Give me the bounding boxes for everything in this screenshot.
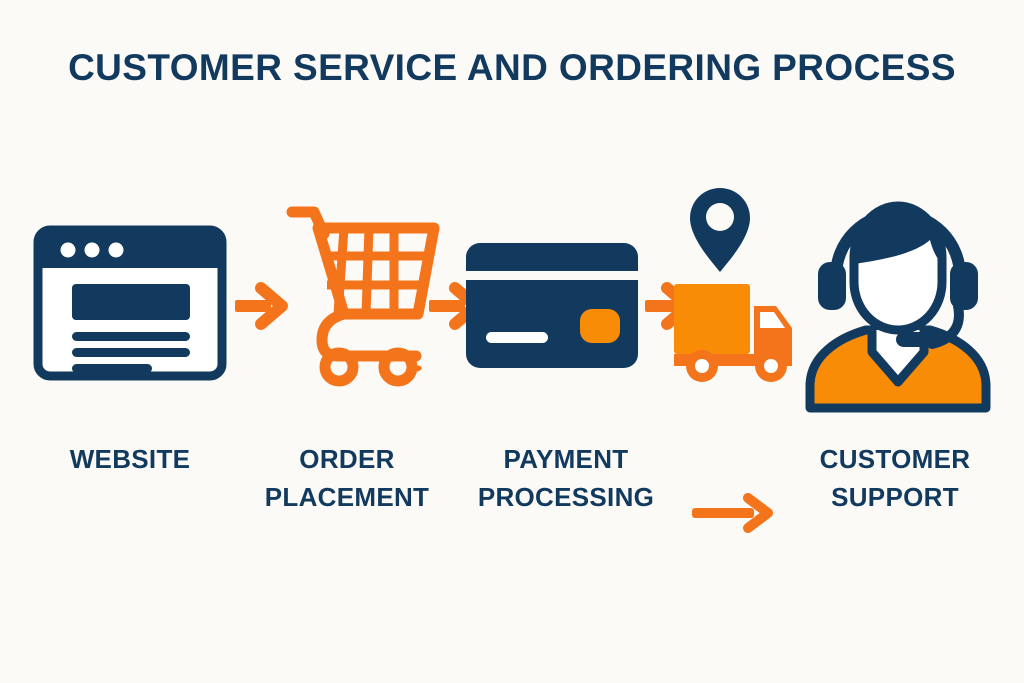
- step-label-payment-processing-line1: PAYMENT: [503, 444, 629, 474]
- shopping-cart-icon: [286, 206, 440, 387]
- browser-dot-2: [84, 242, 100, 258]
- step-label-order-placement-line2: PLACEMENT: [264, 482, 430, 512]
- page-title: CUSTOMER SERVICE AND ORDERING PROCESS: [68, 47, 956, 88]
- step-icon-website[interactable]: [30, 180, 230, 420]
- step-icon-customer-support[interactable]: [800, 180, 996, 420]
- step-label-customer-support-line1: CUSTOMER: [819, 444, 971, 474]
- browser-hero-block: [72, 284, 190, 320]
- arrow-right-icon: [235, 282, 288, 330]
- browser-dot-1: [60, 242, 76, 258]
- step-icon-order-placement[interactable]: [282, 180, 442, 420]
- browser-dot-3: [108, 242, 124, 258]
- delivery-icon-group[interactable]: [668, 180, 813, 420]
- headset-earcup-left: [818, 262, 846, 310]
- browser-text-line-2: [72, 348, 190, 357]
- cart-wheel-left: [319, 347, 359, 387]
- card-number-strip: [486, 332, 548, 343]
- browser-text-line-3: [72, 364, 152, 373]
- step-label-order-placement: ORDER PLACEMENT: [252, 440, 442, 516]
- customer-support-agent-icon: [805, 201, 991, 413]
- map-pin-icon: [690, 188, 750, 272]
- step-label-payment-processing: PAYMENT PROCESSING: [462, 440, 670, 516]
- cart-wheel-right: [378, 347, 418, 387]
- arrow-right-long-icon: [692, 493, 773, 533]
- headset-earcup-right: [950, 262, 978, 310]
- browser-text-line-1: [72, 332, 190, 341]
- step-label-order-placement-line1: ORDER: [299, 444, 395, 474]
- delivery-truck-icon: [674, 284, 792, 382]
- card-body: [466, 280, 638, 368]
- headset-band: [830, 208, 966, 282]
- step-label-website: WEBSITE: [30, 440, 230, 478]
- card-chip: [580, 309, 620, 343]
- step-label-payment-processing-line2: PROCESSING: [477, 482, 655, 512]
- icon-row: [0, 180, 1024, 420]
- connector-arrow-4: [690, 492, 780, 534]
- browser-window-icon: [33, 225, 227, 381]
- headset-mic: [896, 332, 938, 347]
- credit-card-icon: [466, 243, 638, 368]
- card-magnetic-stripe: [466, 243, 638, 271]
- step-label-customer-support: CUSTOMER SUPPORT: [790, 440, 1000, 516]
- connector-arrow-1: [232, 180, 294, 420]
- label-row: WEBSITE ORDER PLACEMENT PAYMENT PROCESSI…: [0, 440, 1024, 550]
- step-label-customer-support-line2: SUPPORT: [831, 482, 959, 512]
- step-icon-payment-processing[interactable]: [462, 180, 642, 420]
- step-label-website-line1: WEBSITE: [69, 444, 191, 474]
